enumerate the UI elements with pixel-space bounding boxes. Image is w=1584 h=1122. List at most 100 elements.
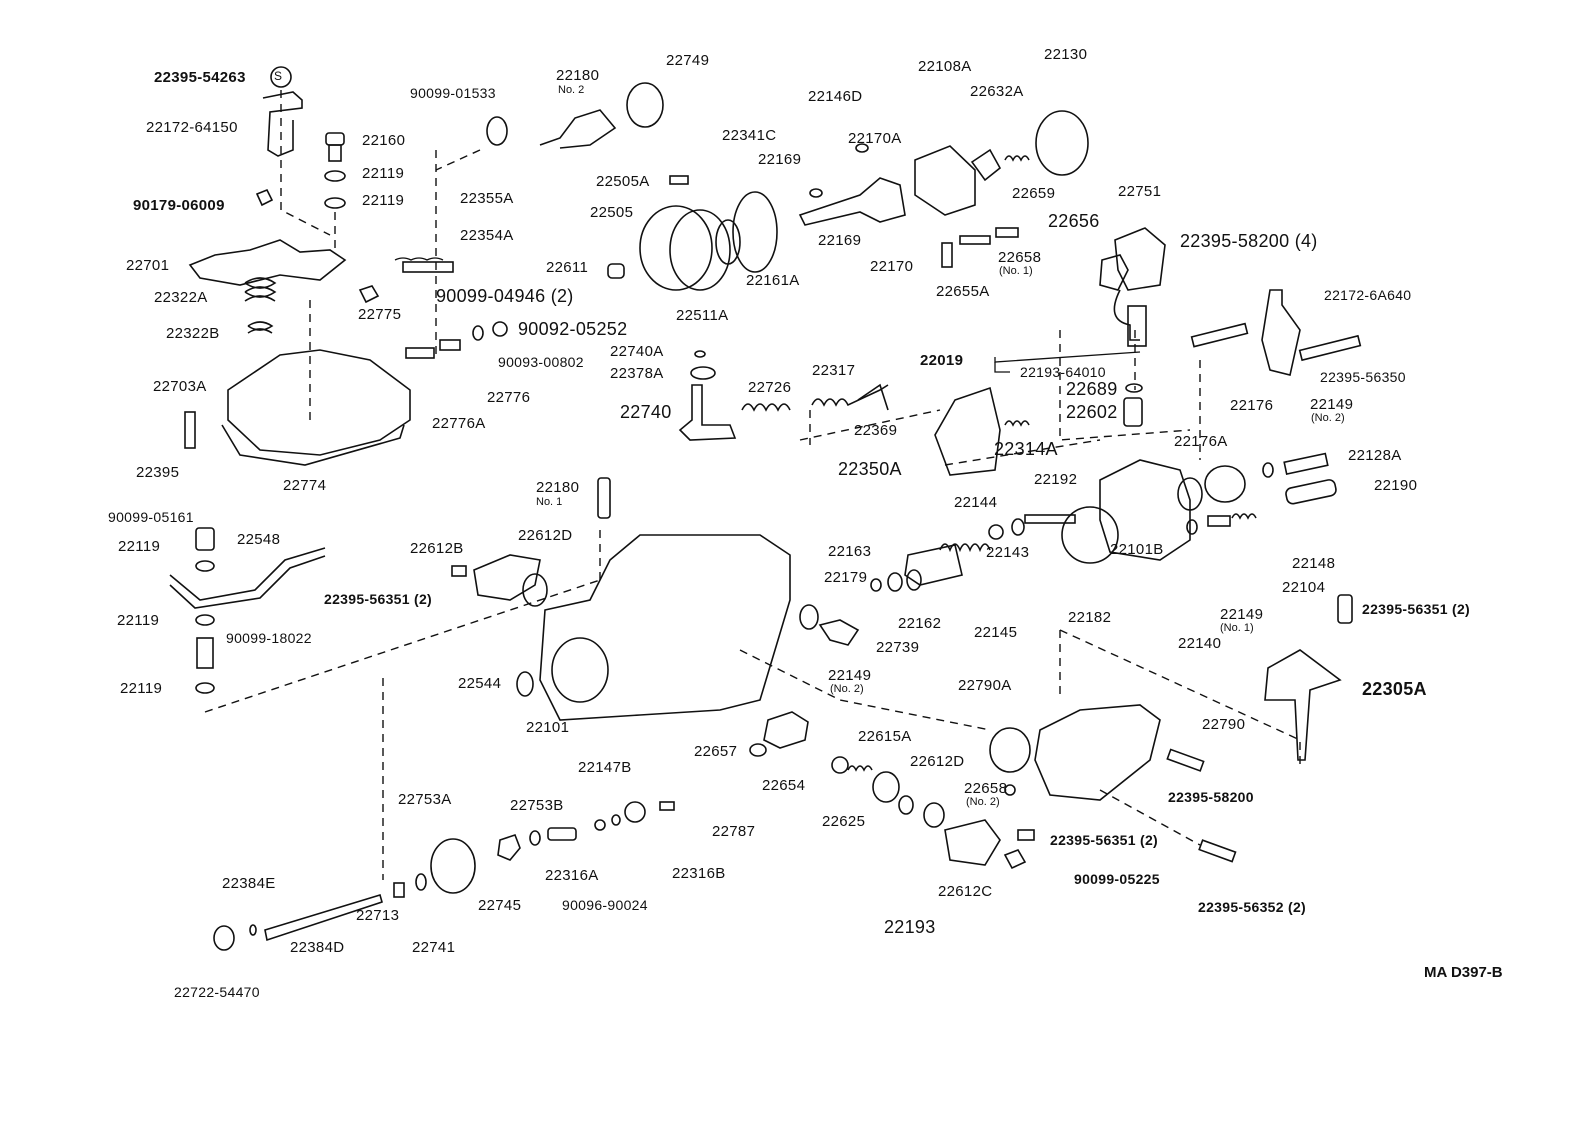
sleeve-22316A — [547, 827, 577, 841]
part-label: 22104 — [1282, 579, 1326, 596]
part-label: 90099-04946 (2) — [436, 286, 574, 306]
part-label: 22172-6A640 — [1324, 287, 1412, 303]
part-label: 22316B — [672, 865, 726, 882]
fitting-22190 — [1285, 479, 1337, 505]
lever-22701 — [188, 239, 347, 286]
plug-22739 — [818, 619, 860, 646]
overflow-pipe-parts — [169, 527, 326, 694]
governor-cover-parts — [184, 66, 508, 466]
spring-22776 — [439, 339, 461, 351]
part-label: 22713 — [356, 907, 400, 924]
bore — [551, 637, 609, 703]
bracket-22172-6A640 — [1261, 289, 1301, 376]
spring-22615A — [847, 765, 873, 772]
part-label: 22341C — [722, 127, 777, 144]
part-label: 22314A — [994, 439, 1058, 459]
part-label: 22703A — [153, 378, 207, 395]
spring-22322A — [244, 277, 277, 302]
part-label: 90099-01533 — [410, 85, 496, 101]
valve-22180-no2 — [539, 109, 617, 149]
plate-22505 — [639, 205, 713, 291]
screw-90099-04946 — [402, 261, 454, 273]
key-22146D — [809, 188, 823, 198]
part-label: 22612C — [938, 883, 993, 900]
washer-22149-no2 — [1262, 462, 1274, 478]
rotor-22511A — [669, 209, 731, 291]
timer-22790 — [1034, 704, 1161, 801]
bolt-22395-56350 — [1298, 334, 1362, 362]
part-label: 22369 — [854, 422, 898, 439]
part-label: 22657 — [694, 743, 738, 760]
valve-22176 — [1204, 465, 1246, 503]
part-label: 22395-56351 (2) — [324, 591, 433, 607]
bolt-22395-58200 — [1190, 322, 1249, 348]
part-label: 22101 — [526, 719, 570, 736]
seal-s-symbol — [270, 66, 292, 88]
washer-22753A — [415, 873, 427, 891]
part-label: 22119 — [362, 165, 405, 182]
part-label: 22163 — [828, 543, 872, 560]
clip-22656 — [995, 227, 1019, 238]
spring-22317 — [811, 384, 889, 407]
part-label: 22108A — [918, 58, 972, 75]
plate-22145 — [904, 544, 963, 586]
nut-90099-05225 — [1003, 849, 1027, 870]
washer-22119-c — [195, 560, 215, 572]
part-label: 90093-00802 — [498, 354, 584, 370]
spring-22144 — [939, 543, 991, 553]
part-label: 90099-05161 — [108, 509, 194, 525]
ring-22384E — [249, 924, 257, 936]
part-label: 22176 — [1230, 397, 1274, 414]
part-label: 22130 — [1044, 46, 1088, 63]
shaft-22170 — [798, 177, 906, 226]
part-label: 22305A — [1362, 679, 1427, 699]
bushing-22316B — [624, 801, 646, 823]
flyweight-22745 — [497, 833, 521, 861]
part-label: 22322A — [154, 289, 208, 306]
piston-22654 — [763, 711, 809, 749]
seal-22101B — [1061, 506, 1119, 564]
housing-22108A — [914, 145, 976, 216]
part-label: 22119 — [117, 612, 160, 629]
part-label: 22658 — [964, 780, 1008, 797]
screw-22395-56351 — [1337, 594, 1353, 624]
part-label: 22180 — [536, 479, 580, 496]
gasket-22774 — [221, 424, 405, 466]
part-label: 22655A — [936, 283, 990, 300]
part-sublabel: (No. 1) — [999, 265, 1033, 277]
seal-90099-01533 — [486, 116, 508, 146]
bolt-22395-56351 — [451, 565, 467, 577]
cover-22703A — [227, 349, 411, 456]
part-label: 22119 — [118, 538, 161, 555]
part-label: 22632A — [970, 83, 1024, 100]
part-label: 22739 — [876, 639, 920, 656]
part-label: 22615A — [858, 728, 912, 745]
part-label: 22787 — [712, 823, 756, 840]
s-symbol: S — [274, 69, 283, 83]
part-label: 22149 — [1220, 606, 1264, 623]
part-label: 22776A — [432, 415, 486, 432]
pump-housing — [451, 477, 791, 721]
washer-22149 — [799, 604, 819, 630]
ring-22193 — [898, 795, 914, 815]
bolt-22128A — [1283, 452, 1329, 475]
part-label: 22161A — [746, 272, 800, 289]
part-label: 22395-58200 (4) — [1180, 231, 1318, 251]
part-label: 22317 — [812, 362, 856, 379]
cover-22612C — [944, 819, 1001, 866]
shaft-22740 — [678, 384, 737, 441]
part-label: 22169 — [818, 232, 862, 249]
part-label: 22119 — [362, 192, 405, 209]
washer-22119-a — [324, 170, 346, 182]
gear-22341C — [732, 191, 778, 273]
part-label: 22658 — [998, 249, 1042, 266]
part-label: 22395-58200 — [1168, 789, 1254, 805]
part-label: 22176A — [1174, 433, 1228, 450]
key-22713 — [393, 882, 405, 898]
drive-shaft-parts — [213, 801, 675, 951]
vane-22632A — [970, 148, 1002, 182]
part-label: 22774 — [283, 477, 327, 494]
part-label: 22128A — [1348, 447, 1402, 464]
cover-22612B — [473, 554, 541, 601]
part-label: 22395-56351 (2) — [1050, 832, 1159, 848]
